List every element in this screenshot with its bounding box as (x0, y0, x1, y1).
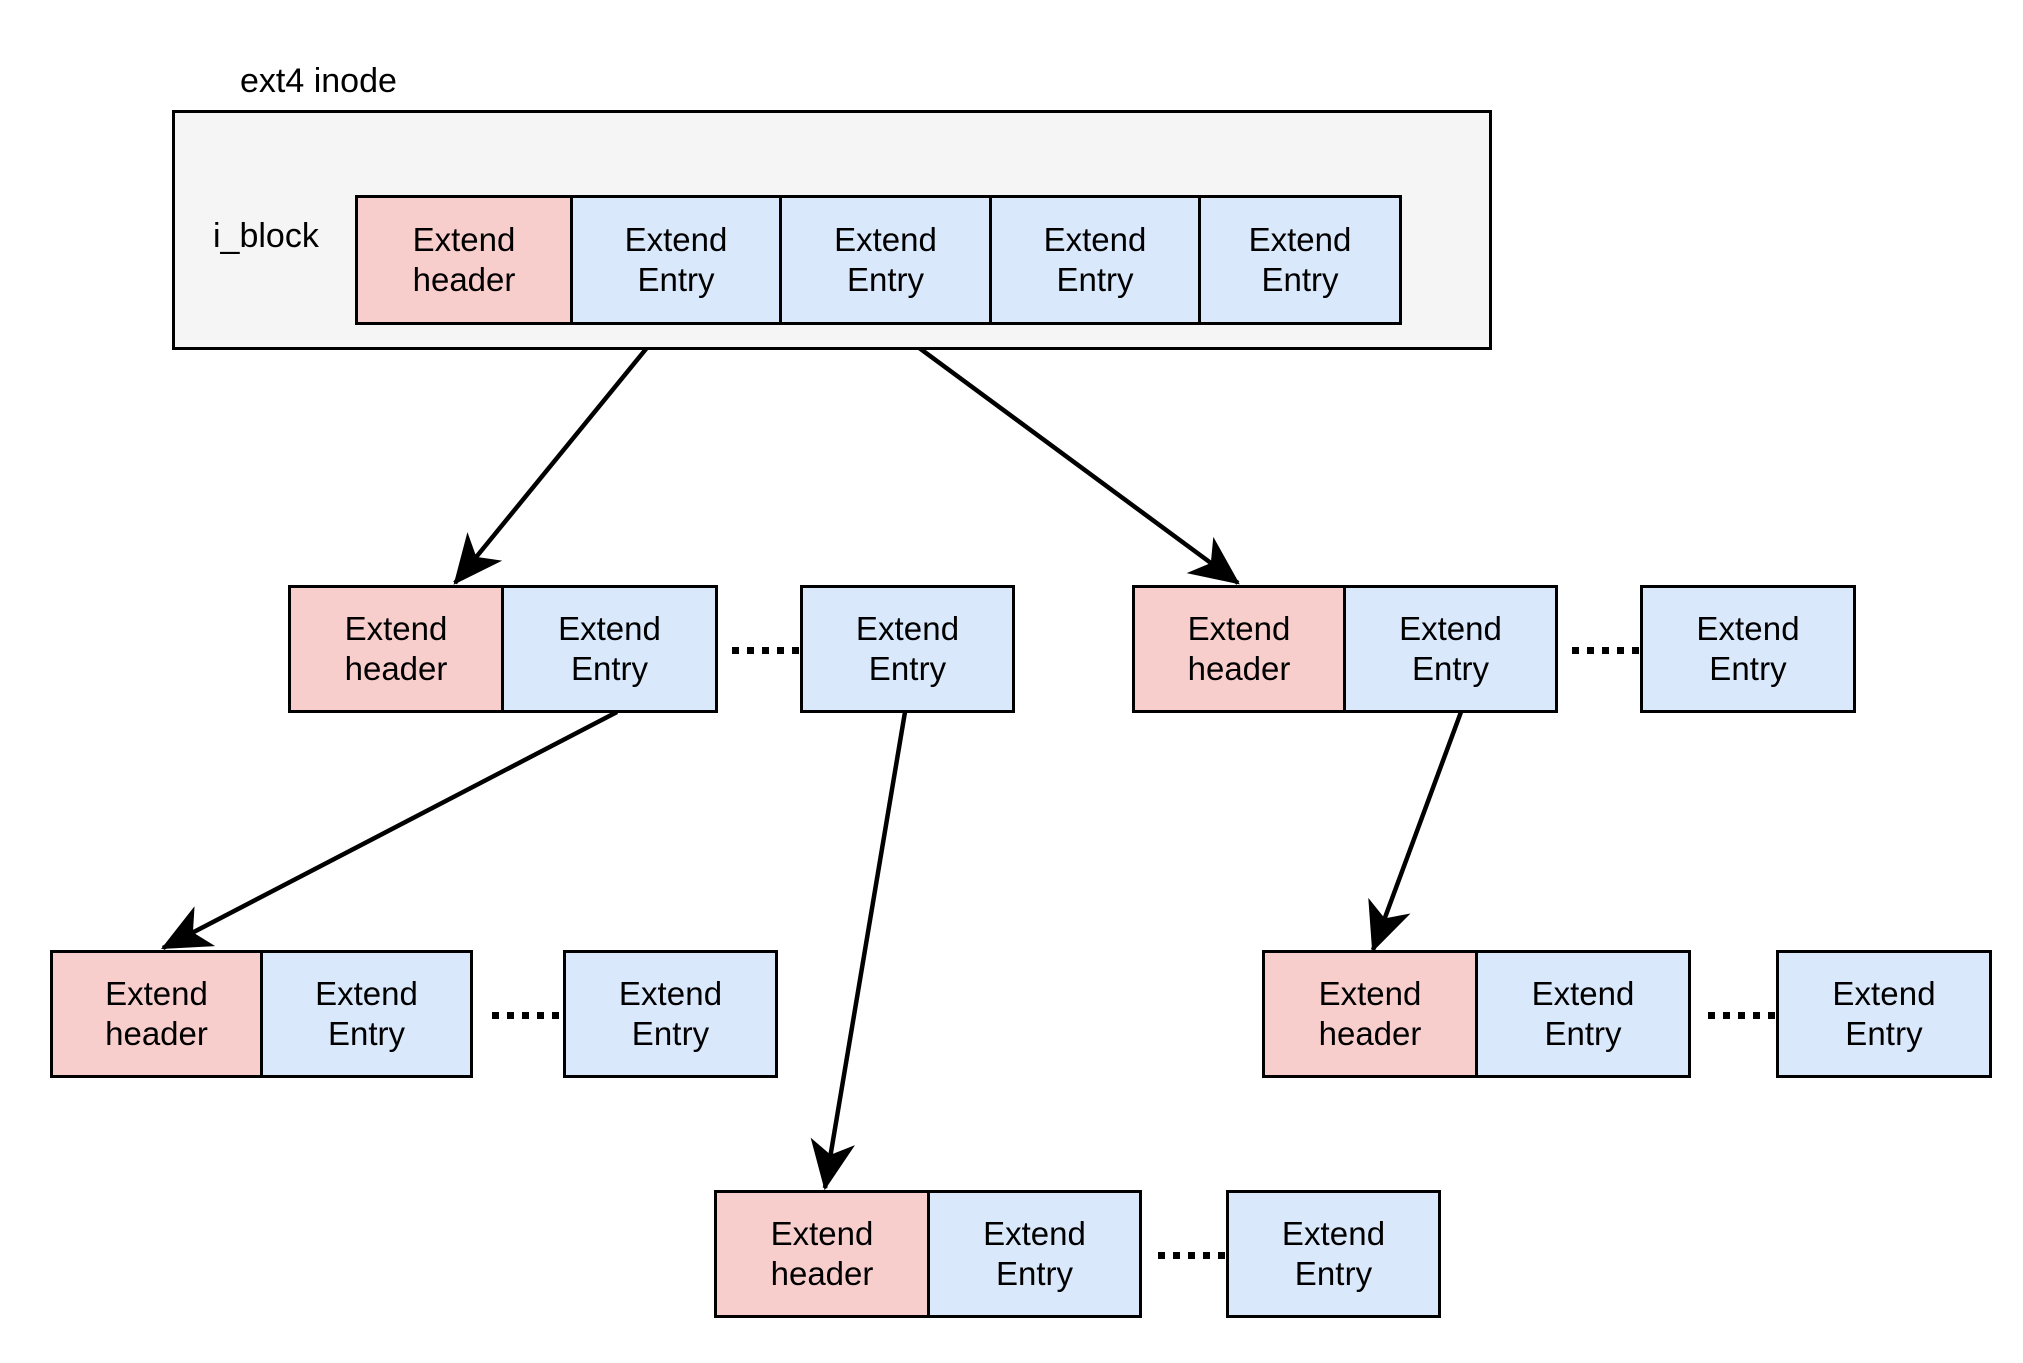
inode-title: ext4 inode (240, 62, 397, 100)
level4-tail-extend-entry[interactable]: Extend Entry (1226, 1190, 1441, 1318)
i-block-label: i_block (213, 217, 319, 255)
arrow-inode-entry2-to-level2-right (882, 320, 1240, 585)
inode-extend-entry-cell-2[interactable]: Extend Entry (779, 198, 989, 322)
inode-extend-header-cell[interactable]: Extend header (358, 198, 570, 322)
level4-block: Extend header Extend Entry (714, 1190, 1142, 1318)
arrow-inode-entry1-to-level2-left (453, 320, 670, 585)
level4-extend-header[interactable]: Extend header (717, 1193, 927, 1315)
level4-extend-entry[interactable]: Extend Entry (927, 1193, 1139, 1315)
arrow-level2-left-entry-to-level3-left (161, 710, 619, 950)
level2-right-tail-extend-entry[interactable]: Extend Entry (1640, 585, 1856, 713)
level3-right-block: Extend header Extend Entry (1262, 950, 1691, 1078)
level2-right-extend-header[interactable]: Extend header (1135, 588, 1343, 710)
level2-left-block: Extend header Extend Entry (288, 585, 718, 713)
level3-left-ellipsis (492, 1010, 574, 1020)
level3-left-extend-header[interactable]: Extend header (53, 953, 260, 1075)
level3-left-extend-entry[interactable]: Extend Entry (260, 953, 470, 1075)
inode-iblock-cell-group: Extend header Extend Entry Extend Entry … (355, 195, 1402, 325)
level3-right-extend-header[interactable]: Extend header (1265, 953, 1475, 1075)
arrow-level2-right-entry-to-level3-right (1368, 711, 1464, 953)
level2-left-tail-extend-entry[interactable]: Extend Entry (800, 585, 1015, 713)
level3-right-tail-extend-entry[interactable]: Extend Entry (1776, 950, 1992, 1078)
inode-extend-entry-cell-3[interactable]: Extend Entry (989, 198, 1198, 322)
level2-right-extend-entry[interactable]: Extend Entry (1343, 588, 1555, 710)
inode-extend-entry-cell-1[interactable]: Extend Entry (570, 198, 779, 322)
level2-right-block: Extend header Extend Entry (1132, 585, 1558, 713)
level2-left-extend-header[interactable]: Extend header (291, 588, 501, 710)
arrow-level2-middle-entry-to-level4 (810, 711, 908, 1191)
level3-right-extend-entry[interactable]: Extend Entry (1475, 953, 1688, 1075)
level2-left-extend-entry[interactable]: Extend Entry (501, 588, 715, 710)
level3-left-tail-extend-entry[interactable]: Extend Entry (563, 950, 778, 1078)
level3-left-block: Extend header Extend Entry (50, 950, 473, 1078)
inode-extend-entry-cell-4[interactable]: Extend Entry (1198, 198, 1399, 322)
